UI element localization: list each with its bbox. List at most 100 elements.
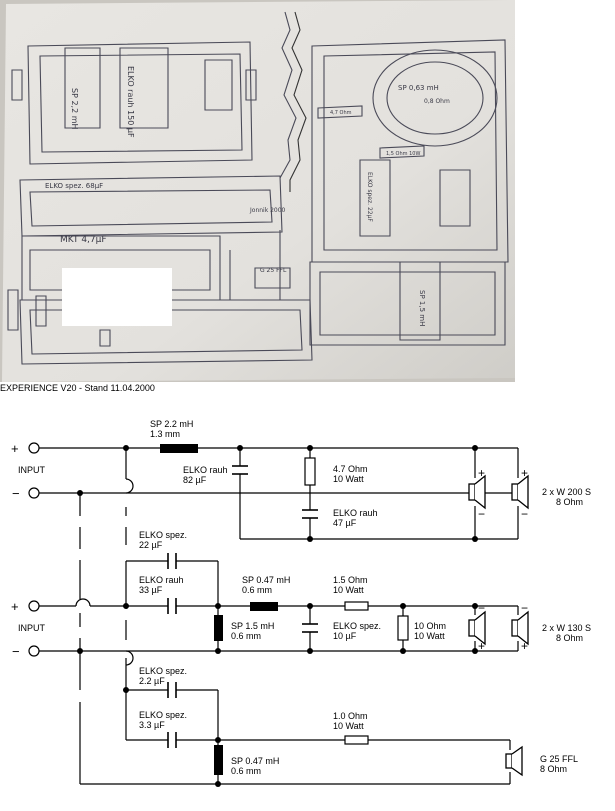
cap-elko3-3 <box>167 732 177 748</box>
terminal-minus-1 <box>28 487 40 499</box>
input-label-1: INPUT <box>18 465 46 475</box>
label-elko82-value: 82 µF <box>183 475 207 485</box>
polarity-plus: + <box>521 466 528 480</box>
sketch-lines <box>7 11 509 365</box>
schematic-wires <box>38 447 519 785</box>
input-label-2: INPUT <box>18 623 46 633</box>
junction-dots <box>77 445 478 787</box>
label-r47-power: 10 Watt <box>333 474 364 484</box>
component-labels: SP 2.2 mH 1.3 mm ELKO rauh 82 µF 4.7 Ohm… <box>139 419 591 776</box>
label-r10-power: 10 Watt <box>414 631 445 641</box>
label-elko47-value: 47 µF <box>333 518 357 528</box>
label-elko82: ELKO rauh <box>183 465 228 475</box>
sketch-label-sp15: SP 1,5 mH <box>418 290 426 326</box>
polarity-minus: − <box>478 507 485 521</box>
cap-elko33 <box>167 598 177 614</box>
inductor-sp047-a <box>250 602 278 611</box>
label-r47: 4.7 Ohm <box>333 464 368 474</box>
speaker-w200-1 <box>468 474 486 510</box>
resistors <box>304 457 409 745</box>
resistor-1-0ohm <box>344 735 369 745</box>
label-r10: 10 Ohm <box>414 621 446 631</box>
terminal-minus-2 <box>28 645 40 657</box>
sketch-label-r-a: 4,7 Ohm <box>330 110 352 116</box>
cap-elko2-2 <box>167 682 177 698</box>
label-elko3-3-value: 3.3 µF <box>139 720 165 730</box>
input-terminals <box>28 442 40 657</box>
sketch-label-sp22: SP 2,2 mH <box>70 88 79 130</box>
crossover-schematic: + − + − INPUT INPUT <box>11 419 591 787</box>
sketch-label-ohm-top: 0,8 Ohm <box>424 98 450 105</box>
label-sp22-wire: 1.3 mm <box>150 429 180 439</box>
input-minus-sign-2: − <box>12 644 20 659</box>
label-sp047a-wire: 0.6 mm <box>242 585 272 595</box>
label-w130-impedance: 8 Ohm <box>556 633 583 643</box>
input-minus-sign-1: − <box>12 486 20 501</box>
speakers <box>468 474 529 777</box>
redaction-box <box>62 268 172 326</box>
label-sp047b-wire: 0.6 mm <box>231 766 261 776</box>
sketch-photo: SP 2,2 mH ELKO rauh 150 µF ELKO spez. 68… <box>0 0 515 382</box>
sketch-label-g25: G 25 FFL <box>260 267 287 274</box>
speaker-g25 <box>505 745 523 777</box>
label-sp15-wire: 0.6 mm <box>231 631 261 641</box>
label-g25-impedance: 8 Ohm <box>540 764 567 774</box>
label-elko47: ELKO rauh <box>333 508 378 518</box>
sketch-drawing: SP 2,2 mH ELKO rauh 150 µF ELKO spez. 68… <box>0 0 515 382</box>
sketch-label-elko-spez-top: ELKO spez. 68µF <box>45 182 103 190</box>
schematic-caption: EXPERIENCE V20 - Stand 11.04.2000 <box>0 383 155 393</box>
input-plus-sign-1: + <box>11 441 19 456</box>
polarity-plus: + <box>478 639 485 653</box>
polarity-plus: + <box>521 639 528 653</box>
inductor-sp15 <box>214 615 223 641</box>
label-elko3-3: ELKO spez. <box>139 710 187 720</box>
resistor-4-7ohm <box>304 457 316 486</box>
label-elko10: ELKO spez. <box>333 621 381 631</box>
sketch-label-sp063: SP 0,63 mH <box>398 84 439 92</box>
label-r15: 1.5 Ohm <box>333 575 368 585</box>
inductor-sp047-b <box>214 745 223 775</box>
polarity-minus: − <box>478 601 485 615</box>
terminal-plus-2 <box>28 600 40 612</box>
label-w200: 2 x W 200 S <box>542 487 591 497</box>
speaker-w130-1 <box>468 610 486 646</box>
polarity-minus: − <box>521 601 528 615</box>
speaker-w130-2 <box>511 610 529 646</box>
label-elko33-value: 33 µF <box>139 585 163 595</box>
inductor-sp22 <box>160 444 198 453</box>
label-elko10-value: 10 µF <box>333 631 357 641</box>
inductors <box>160 444 278 775</box>
cap-elko10 <box>302 623 318 633</box>
sketch-label-elko-spez-mid: ELKO spez. 22µF <box>366 172 373 222</box>
label-elko22-value: 22 µF <box>139 540 163 550</box>
label-r1-0-power: 10 Watt <box>333 721 364 731</box>
terminal-plus-1 <box>28 442 40 454</box>
label-r1-0: 1.0 Ohm <box>333 711 368 721</box>
speaker-w200-2 <box>511 474 529 510</box>
sketch-label-elko-rauh: ELKO rauh 150 µF <box>126 66 135 138</box>
label-g25: G 25 FFL <box>540 754 578 764</box>
label-elko33: ELKO rauh <box>139 575 184 585</box>
polarity-minus: − <box>521 507 528 521</box>
label-elko2-2: ELKO spez. <box>139 666 187 676</box>
label-sp047a: SP 0.47 mH <box>242 575 290 585</box>
resistor-10ohm <box>397 615 409 641</box>
cap-elko82 <box>232 465 248 475</box>
cap-elko22 <box>167 553 177 569</box>
input-plus-sign-2: + <box>11 599 19 614</box>
resistor-1-5ohm <box>344 601 369 611</box>
label-elko22: ELKO spez. <box>139 530 187 540</box>
capacitors <box>167 465 318 748</box>
label-w130: 2 x W 130 S <box>542 623 591 633</box>
polarity-plus: + <box>478 466 485 480</box>
cap-elko47 <box>302 509 318 519</box>
label-elko2-2-value: 2.2 µF <box>139 676 165 686</box>
label-r15-power: 10 Watt <box>333 585 364 595</box>
label-sp047b: SP 0.47 mH <box>231 756 279 766</box>
label-w200-impedance: 8 Ohm <box>556 497 583 507</box>
label-sp15: SP 1.5 mH <box>231 621 274 631</box>
sketch-signature: Jonnik 2000 <box>249 207 286 214</box>
sketch-label-r-b: 1,5 Ohm 10W <box>386 151 420 157</box>
label-sp22: SP 2.2 mH <box>150 419 193 429</box>
